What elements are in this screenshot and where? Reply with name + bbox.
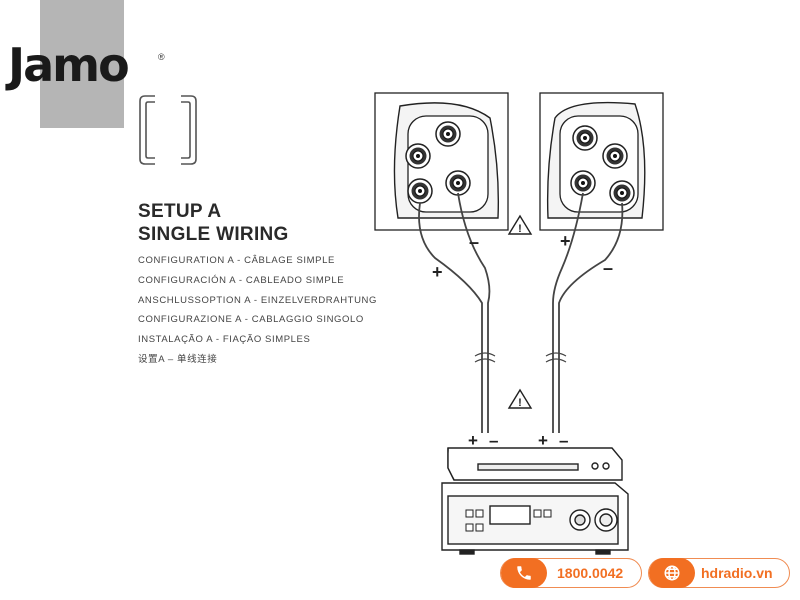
amplifier-icon (441, 482, 629, 555)
left-minus-label: – (469, 232, 479, 252)
amp-right-minus-label: – (559, 431, 568, 450)
globe-icon (649, 558, 695, 588)
terminal-post-icon (407, 178, 433, 204)
terminal-post-icon (602, 143, 628, 169)
website-url: hdradio.vn (701, 565, 773, 581)
language-list: CONFIGURATION A - CÂBLAGE SIMPLE CONFIGU… (138, 251, 377, 370)
terminal-post-icon (435, 121, 461, 147)
terminal-post-icon (445, 170, 471, 196)
right-speaker-terminal (539, 92, 664, 231)
logo-background (40, 0, 124, 128)
right-plus-label: + (560, 231, 571, 251)
phone-number: 1800.0042 (557, 565, 624, 581)
right-minus-label: – (603, 258, 613, 278)
disc-player-icon (447, 447, 623, 481)
warning-triangle-icon: ! (507, 388, 533, 409)
registered-mark: ® (158, 52, 165, 62)
svg-text:!: ! (518, 397, 522, 409)
svg-text:!: ! (518, 223, 522, 235)
terminal-post-icon (570, 170, 596, 196)
title-line-2: SINGLE WIRING (138, 224, 289, 245)
left-speaker-cable (418, 192, 491, 433)
setup-title: SETUP A SINGLE WIRING (138, 200, 289, 246)
wiring-diagram: + – + – ! ! + – + – (374, 92, 664, 555)
language-line-pt: INSTALAÇÃO A - FIAÇÃO SIMPLES (138, 334, 311, 346)
phone-icon (501, 558, 547, 588)
right-speaker-cable (552, 192, 624, 433)
terminal-post-icon (572, 125, 598, 151)
amp-left-minus-label: – (489, 431, 498, 450)
left-plus-label: + (432, 262, 443, 282)
language-line-es: CONFIGURACIÓN A - CABLEADO SIMPLE (138, 274, 345, 286)
brand-logo: Jamo (8, 38, 130, 92)
language-line-it: CONFIGURAZIONE A - CABLAGGIO SINGOLO (138, 314, 364, 326)
terminal-post-icon (405, 143, 431, 169)
amp-right-plus-label: + (538, 431, 548, 450)
language-line-de: ANSCHLUSSOPTION A - EINZELVERDRAHTUNG (138, 294, 377, 306)
language-line-zh: 设置A – 单线连接 (138, 353, 218, 365)
terminal-post-icon (609, 180, 635, 206)
wiring-bracket-icon (139, 95, 197, 165)
language-line-fr: CONFIGURATION A - CÂBLAGE SIMPLE (138, 255, 335, 266)
left-speaker-terminal (374, 92, 509, 231)
title-line-1: SETUP A (138, 201, 222, 222)
phone-contact[interactable]: 1800.0042 (500, 558, 642, 588)
amp-left-plus-label: + (468, 431, 478, 450)
warning-triangle-icon: ! (507, 214, 533, 235)
website-contact[interactable]: hdradio.vn (648, 558, 790, 588)
